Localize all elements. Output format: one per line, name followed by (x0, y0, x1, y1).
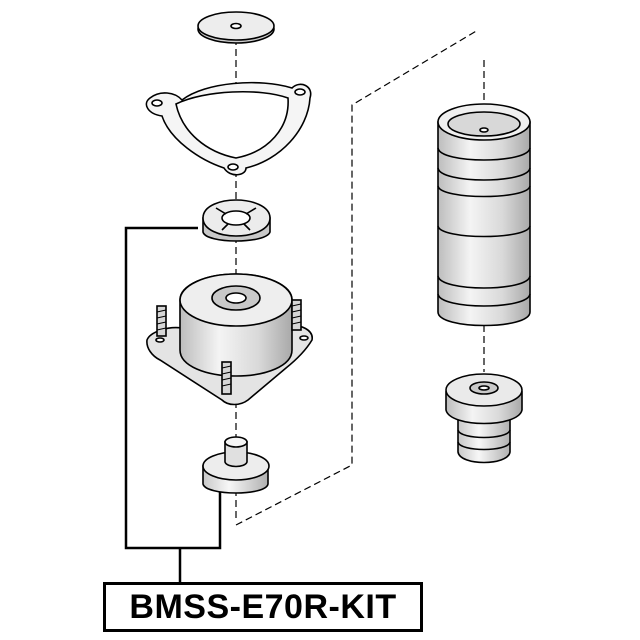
part-number-label: BMSS-E70R-KIT (103, 582, 423, 632)
dust-boot (437, 103, 531, 327)
kit-bracket (124, 226, 222, 584)
bump-stop (445, 373, 523, 464)
nut (202, 199, 271, 242)
bearing-bushing (202, 436, 270, 494)
gasket-plate (145, 81, 312, 176)
washer-disc (197, 11, 275, 44)
mount-studs (156, 299, 302, 395)
strut-mount (146, 273, 313, 406)
